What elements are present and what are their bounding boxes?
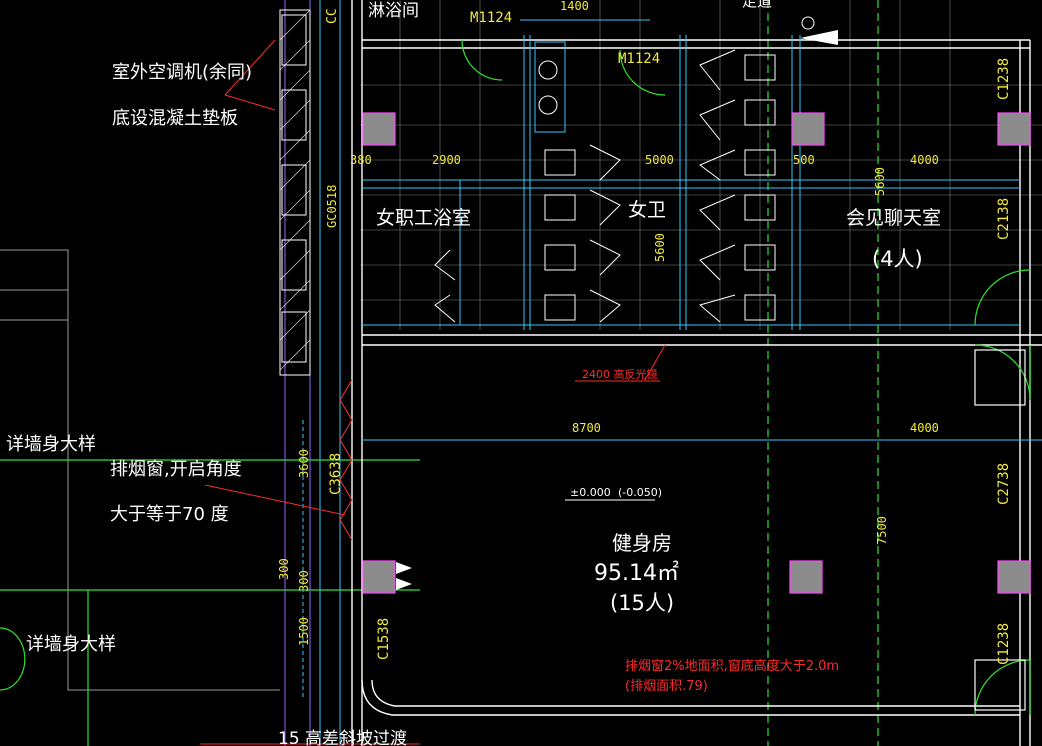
window-c1238-top: C1238 bbox=[996, 58, 1012, 100]
wall-detail-note-2: 详墙身大样 bbox=[26, 634, 116, 655]
dim-8700: 8700 bbox=[572, 421, 601, 435]
dim-500: 500 bbox=[793, 153, 815, 167]
top-corridor-label: 走道 bbox=[742, 0, 772, 10]
cyan-partitions bbox=[284, 0, 1042, 746]
window-c2138: C2138 bbox=[996, 198, 1012, 240]
dim-380: 380 bbox=[350, 153, 372, 167]
window-c3638: C3638 bbox=[328, 453, 344, 495]
leader-lines bbox=[200, 39, 666, 745]
dim-5600-b: 5600 bbox=[873, 167, 887, 196]
dim-7500: 7500 bbox=[875, 516, 889, 545]
wall-detail-note-1: 详墙身大样 bbox=[6, 434, 96, 455]
room-meeting-capacity: (4人) bbox=[872, 247, 923, 271]
smoke-window-red-note-line2: (排烟面积.79) bbox=[625, 679, 708, 694]
dim-2400-note: 2400 高反光镜 bbox=[582, 367, 658, 381]
smoke-window-symbol bbox=[339, 379, 353, 541]
dim-4000-mid: 4000 bbox=[910, 421, 939, 435]
main-walls bbox=[351, 0, 1042, 746]
dim-3600: 3600 bbox=[297, 449, 311, 478]
room-gym: 健身房 bbox=[612, 531, 672, 555]
room-meeting: 会见聊天室 bbox=[846, 207, 941, 229]
door-m1124-b: M1124 bbox=[618, 51, 660, 67]
room-gym-area: 95.14㎡ bbox=[594, 560, 679, 586]
window-c1538: C1538 bbox=[376, 618, 392, 660]
window-c2738: C2738 bbox=[996, 463, 1012, 505]
green-axes bbox=[0, 0, 879, 746]
dim-5000: 5000 bbox=[645, 153, 674, 167]
dim-5600-a: 5600 bbox=[653, 233, 667, 262]
dim-300-b: 300 bbox=[297, 570, 311, 592]
left-building-outline bbox=[0, 249, 280, 691]
doors bbox=[461, 39, 1031, 716]
dim-300-a: 300 bbox=[277, 558, 291, 580]
ac-platform bbox=[279, 9, 311, 376]
door-m1124-a: M1124 bbox=[470, 10, 512, 26]
dim-1400: 1400 bbox=[560, 0, 589, 13]
room-women-wc: 女卫 bbox=[628, 199, 666, 221]
dim-4000-top: 4000 bbox=[910, 153, 939, 167]
toilet-fixtures bbox=[434, 49, 776, 323]
elevation-label: ±0.000 bbox=[570, 486, 611, 499]
smoke-window-note-line2: 大于等于70 度 bbox=[110, 504, 229, 525]
dim-1500: 1500 bbox=[297, 617, 311, 646]
window-c1238-bottom: C1238 bbox=[996, 623, 1012, 665]
text-labels: 淋浴间 走道 M1124 M1124 1400 室外空调机(余同) 底设混凝土垫… bbox=[6, 0, 1012, 746]
room-women-bath: 女职工浴室 bbox=[376, 207, 471, 229]
smoke-window-note-line1: 排烟窗,开启角度 bbox=[110, 459, 242, 480]
elevation-paren: (-0.050) bbox=[618, 486, 662, 499]
room-gym-capacity: (15人) bbox=[610, 591, 674, 615]
grid-lines bbox=[360, 0, 1042, 330]
smoke-window-red-note-line1: 排烟窗2%地面积,窗底高度大于2.0m bbox=[625, 658, 839, 674]
ac-note-line1: 室外空调机(余同) bbox=[112, 62, 252, 83]
bottom-slope-note: 15 高差斜坡过渡 bbox=[278, 729, 407, 746]
top-room-label: 淋浴间 bbox=[368, 1, 419, 21]
window-cc-top: CC bbox=[325, 8, 340, 24]
ac-note-line2: 底设混凝土垫板 bbox=[112, 108, 238, 129]
dim-2900: 2900 bbox=[432, 153, 461, 167]
arrow-glyphs bbox=[396, 16, 838, 590]
columns bbox=[362, 112, 1031, 594]
window-gc0518: GC0518 bbox=[325, 185, 339, 228]
